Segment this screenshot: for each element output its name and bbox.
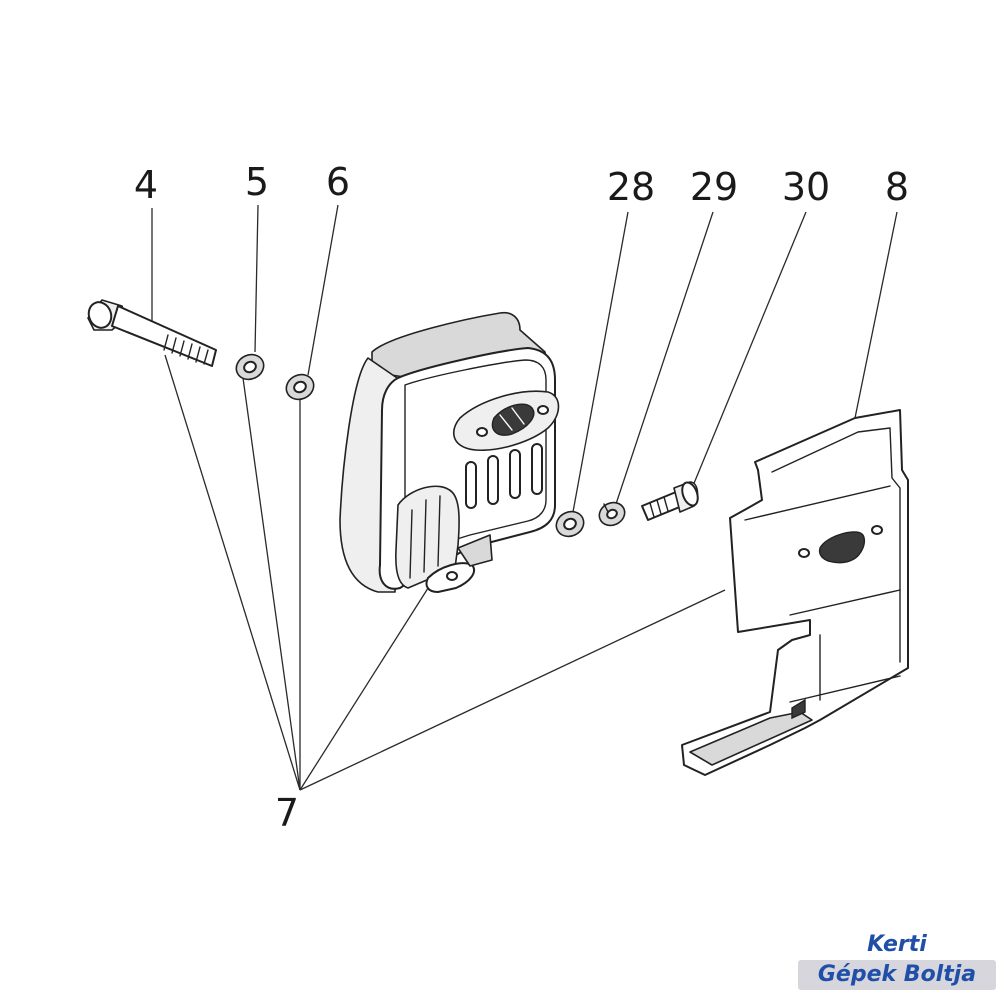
- leader-8: [854, 211, 898, 419]
- muffler-slots: [465, 443, 543, 509]
- leader-7d: [299, 584, 431, 791]
- label-part-29: 29: [690, 165, 738, 209]
- watermark-line-2: Gépek Boltja: [798, 960, 996, 990]
- leader-7a: [164, 354, 301, 791]
- leader-30: [689, 211, 807, 494]
- leader-7b: [242, 377, 301, 791]
- label-part-6: 6: [326, 160, 350, 204]
- muffler-body: [339, 311, 560, 593]
- store-watermark-logo: Kerti Gépek Boltja: [798, 930, 996, 996]
- watermark-line-1: Kerti: [867, 932, 927, 957]
- label-part-30: 30: [782, 165, 830, 209]
- leader-5: [254, 204, 259, 353]
- label-part-7: 7: [275, 791, 299, 835]
- washer-part-28: [555, 510, 585, 538]
- washer-part-5: [235, 353, 265, 381]
- leader-lines: [151, 204, 898, 791]
- leader-29: [614, 211, 714, 508]
- heat-shield-part-8: [681, 409, 909, 776]
- leader-28: [572, 211, 629, 513]
- leader-6: [307, 204, 339, 376]
- label-part-28: 28: [607, 165, 655, 209]
- label-part-4: 4: [134, 163, 158, 207]
- leader-7e: [299, 589, 726, 791]
- screw-part-30: [641, 481, 699, 521]
- label-part-5: 5: [245, 160, 269, 204]
- washer-part-6: [285, 373, 315, 401]
- lockwasher-part-29: [598, 501, 626, 527]
- label-part-8: 8: [885, 165, 909, 209]
- bolt-part-4: [87, 299, 217, 367]
